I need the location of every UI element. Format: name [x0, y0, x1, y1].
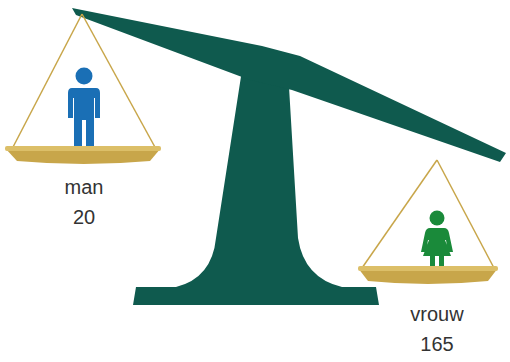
pan-label: 20 — [73, 205, 95, 229]
body — [68, 88, 100, 146]
head — [76, 68, 93, 85]
man-icon — [68, 68, 100, 147]
pan-label: vrouw — [410, 302, 463, 326]
pan-rim — [358, 266, 498, 271]
pan-label: 165 — [420, 332, 453, 356]
woman-icon — [421, 211, 453, 271]
scale-beam — [72, 8, 506, 162]
head — [430, 211, 445, 226]
pan-strings — [12, 14, 494, 268]
pan-rim — [5, 146, 161, 151]
string — [12, 14, 82, 149]
body — [421, 228, 453, 270]
pan-label: man — [65, 175, 104, 199]
